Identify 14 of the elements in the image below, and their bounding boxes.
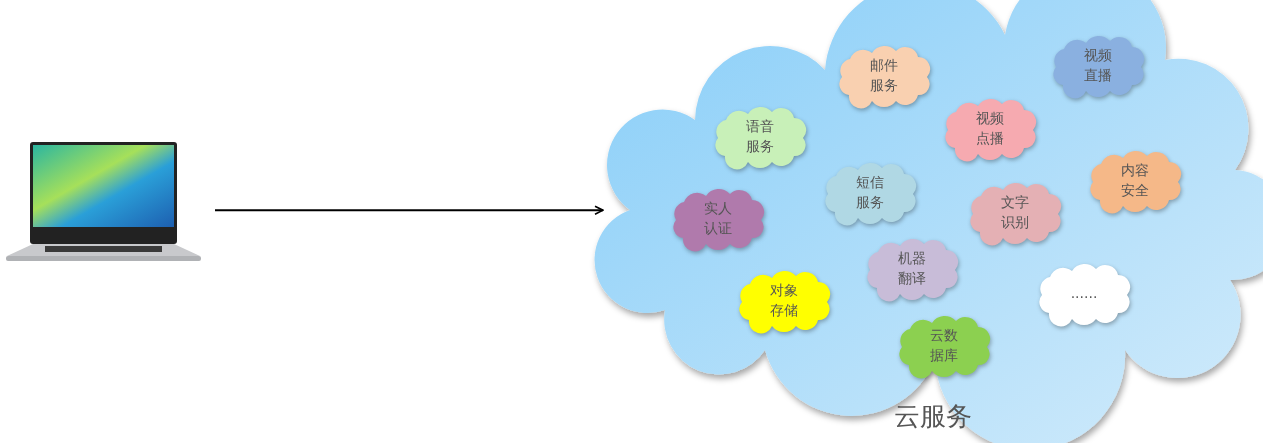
arrow <box>214 205 604 215</box>
service-label: 实人认证 <box>703 199 733 238</box>
service-label: 语音服务 <box>745 117 775 156</box>
service-label: 文字识别 <box>1000 193 1030 232</box>
service-label: 对象存储 <box>769 281 799 320</box>
cloud-title: 云服务 <box>893 400 972 433</box>
service-label: ...... <box>1070 284 1098 303</box>
service-label: 机器翻译 <box>897 249 927 288</box>
service-label: 短信服务 <box>855 173 885 212</box>
service-label: 视频点播 <box>975 109 1005 148</box>
service-label: 视频直播 <box>1083 46 1113 85</box>
service-label: 云数据库 <box>929 326 959 365</box>
service-label: 邮件服务 <box>869 56 899 95</box>
service-label: 内容安全 <box>1120 161 1150 200</box>
